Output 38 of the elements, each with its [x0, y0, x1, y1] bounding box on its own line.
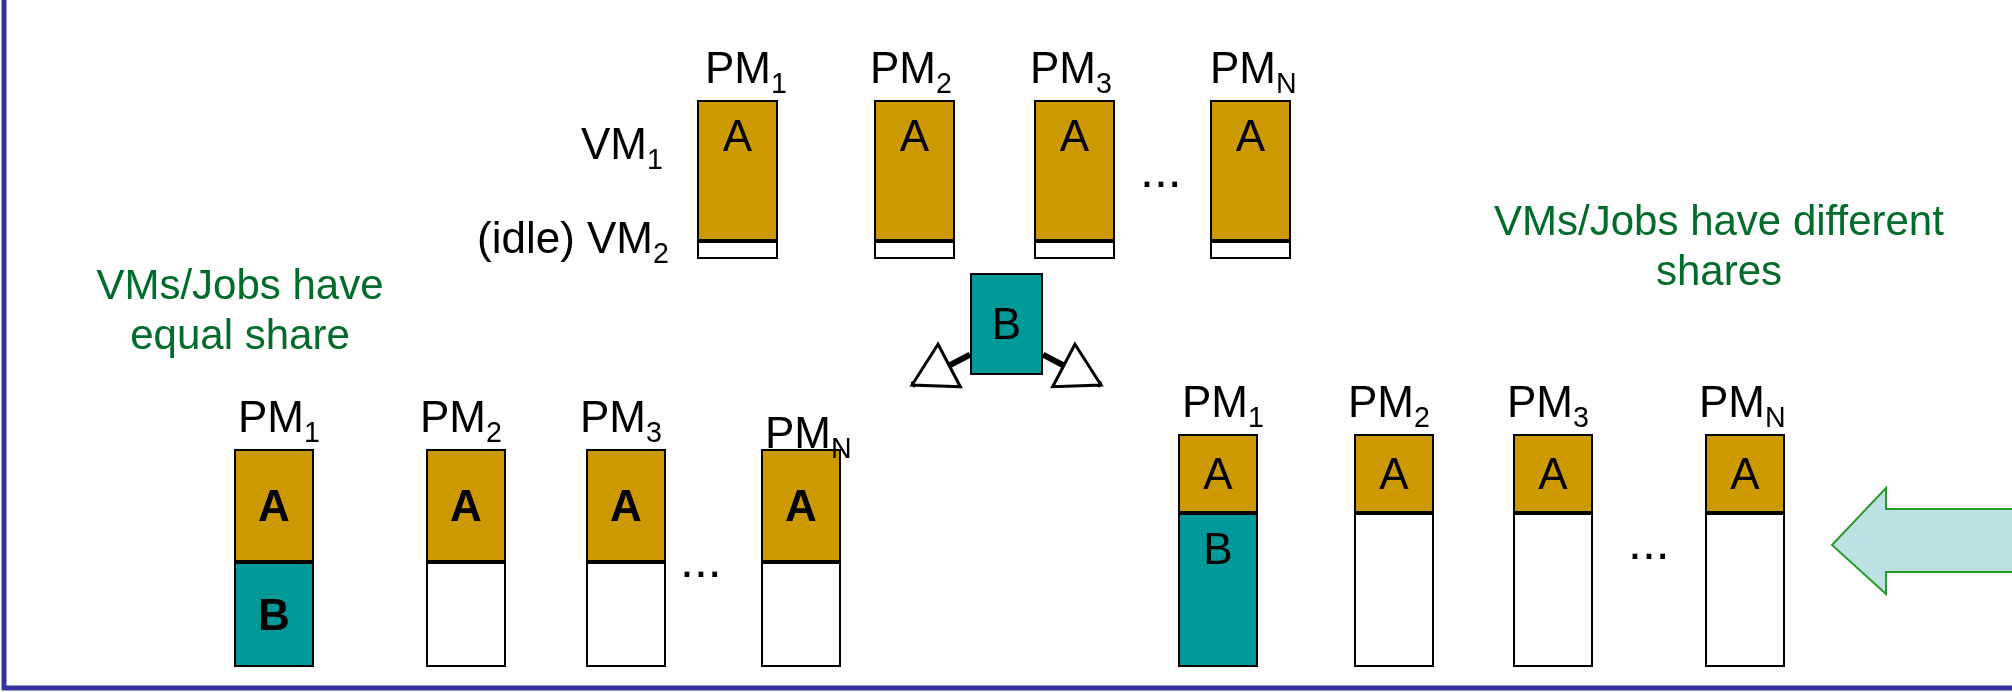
machine-label: PM$_{3}$ [580, 395, 662, 447]
machine-label: PM$_{2}$ [420, 395, 502, 447]
machine-label: PM$_{3}$ [1507, 380, 1589, 432]
empty-slot [874, 241, 955, 259]
job-a-block: A [1513, 434, 1593, 513]
note-text: VMs/Jobs have equal share [95, 260, 385, 361]
machine-label: PM$_{2}$ [1348, 380, 1430, 432]
job-a-block: A [1354, 434, 1434, 513]
ellipsis-mark: ... [1628, 513, 1670, 572]
ellipsis-mark: ... [1140, 141, 1182, 200]
machine-label: PM$_{1}$ [1182, 380, 1264, 432]
job-a-block: A [1705, 434, 1785, 513]
job-a-block: A [1178, 434, 1258, 513]
machine-label: PM$_{N}$ [1210, 46, 1297, 98]
empty-slot [1034, 241, 1115, 259]
vm-label: VM$_{1}$ [581, 118, 663, 177]
job-a-block: A [1210, 100, 1291, 241]
ellipsis-mark: ... [680, 531, 722, 590]
arrow [910, 342, 972, 389]
empty-slot [697, 241, 778, 259]
machine-label: PM$_{2}$ [870, 46, 952, 98]
machine-label: PM$_{3}$ [1030, 46, 1112, 98]
job-a-block: A [234, 449, 314, 562]
job-a-block: A [1034, 100, 1115, 241]
job-a-block: A [697, 100, 778, 241]
vm-label: (idle) VM$_{2}$ [477, 212, 669, 271]
job-b-block: B [234, 562, 314, 667]
job-a-block: A [586, 449, 666, 562]
machine-label: PM$_{1}$ [238, 395, 320, 447]
arrow [1041, 342, 1103, 389]
job-b-block: B [1178, 513, 1258, 667]
job-a-block: A [426, 449, 506, 562]
machine-label: PM$_{N}$ [1699, 380, 1786, 432]
job-b-block: B [970, 273, 1043, 375]
job-a-block: A [874, 100, 955, 241]
empty-slot [1210, 241, 1291, 259]
note-text: VMs/Jobs have different shares [1493, 196, 1945, 297]
machine-label: PM$_{1}$ [705, 46, 787, 98]
